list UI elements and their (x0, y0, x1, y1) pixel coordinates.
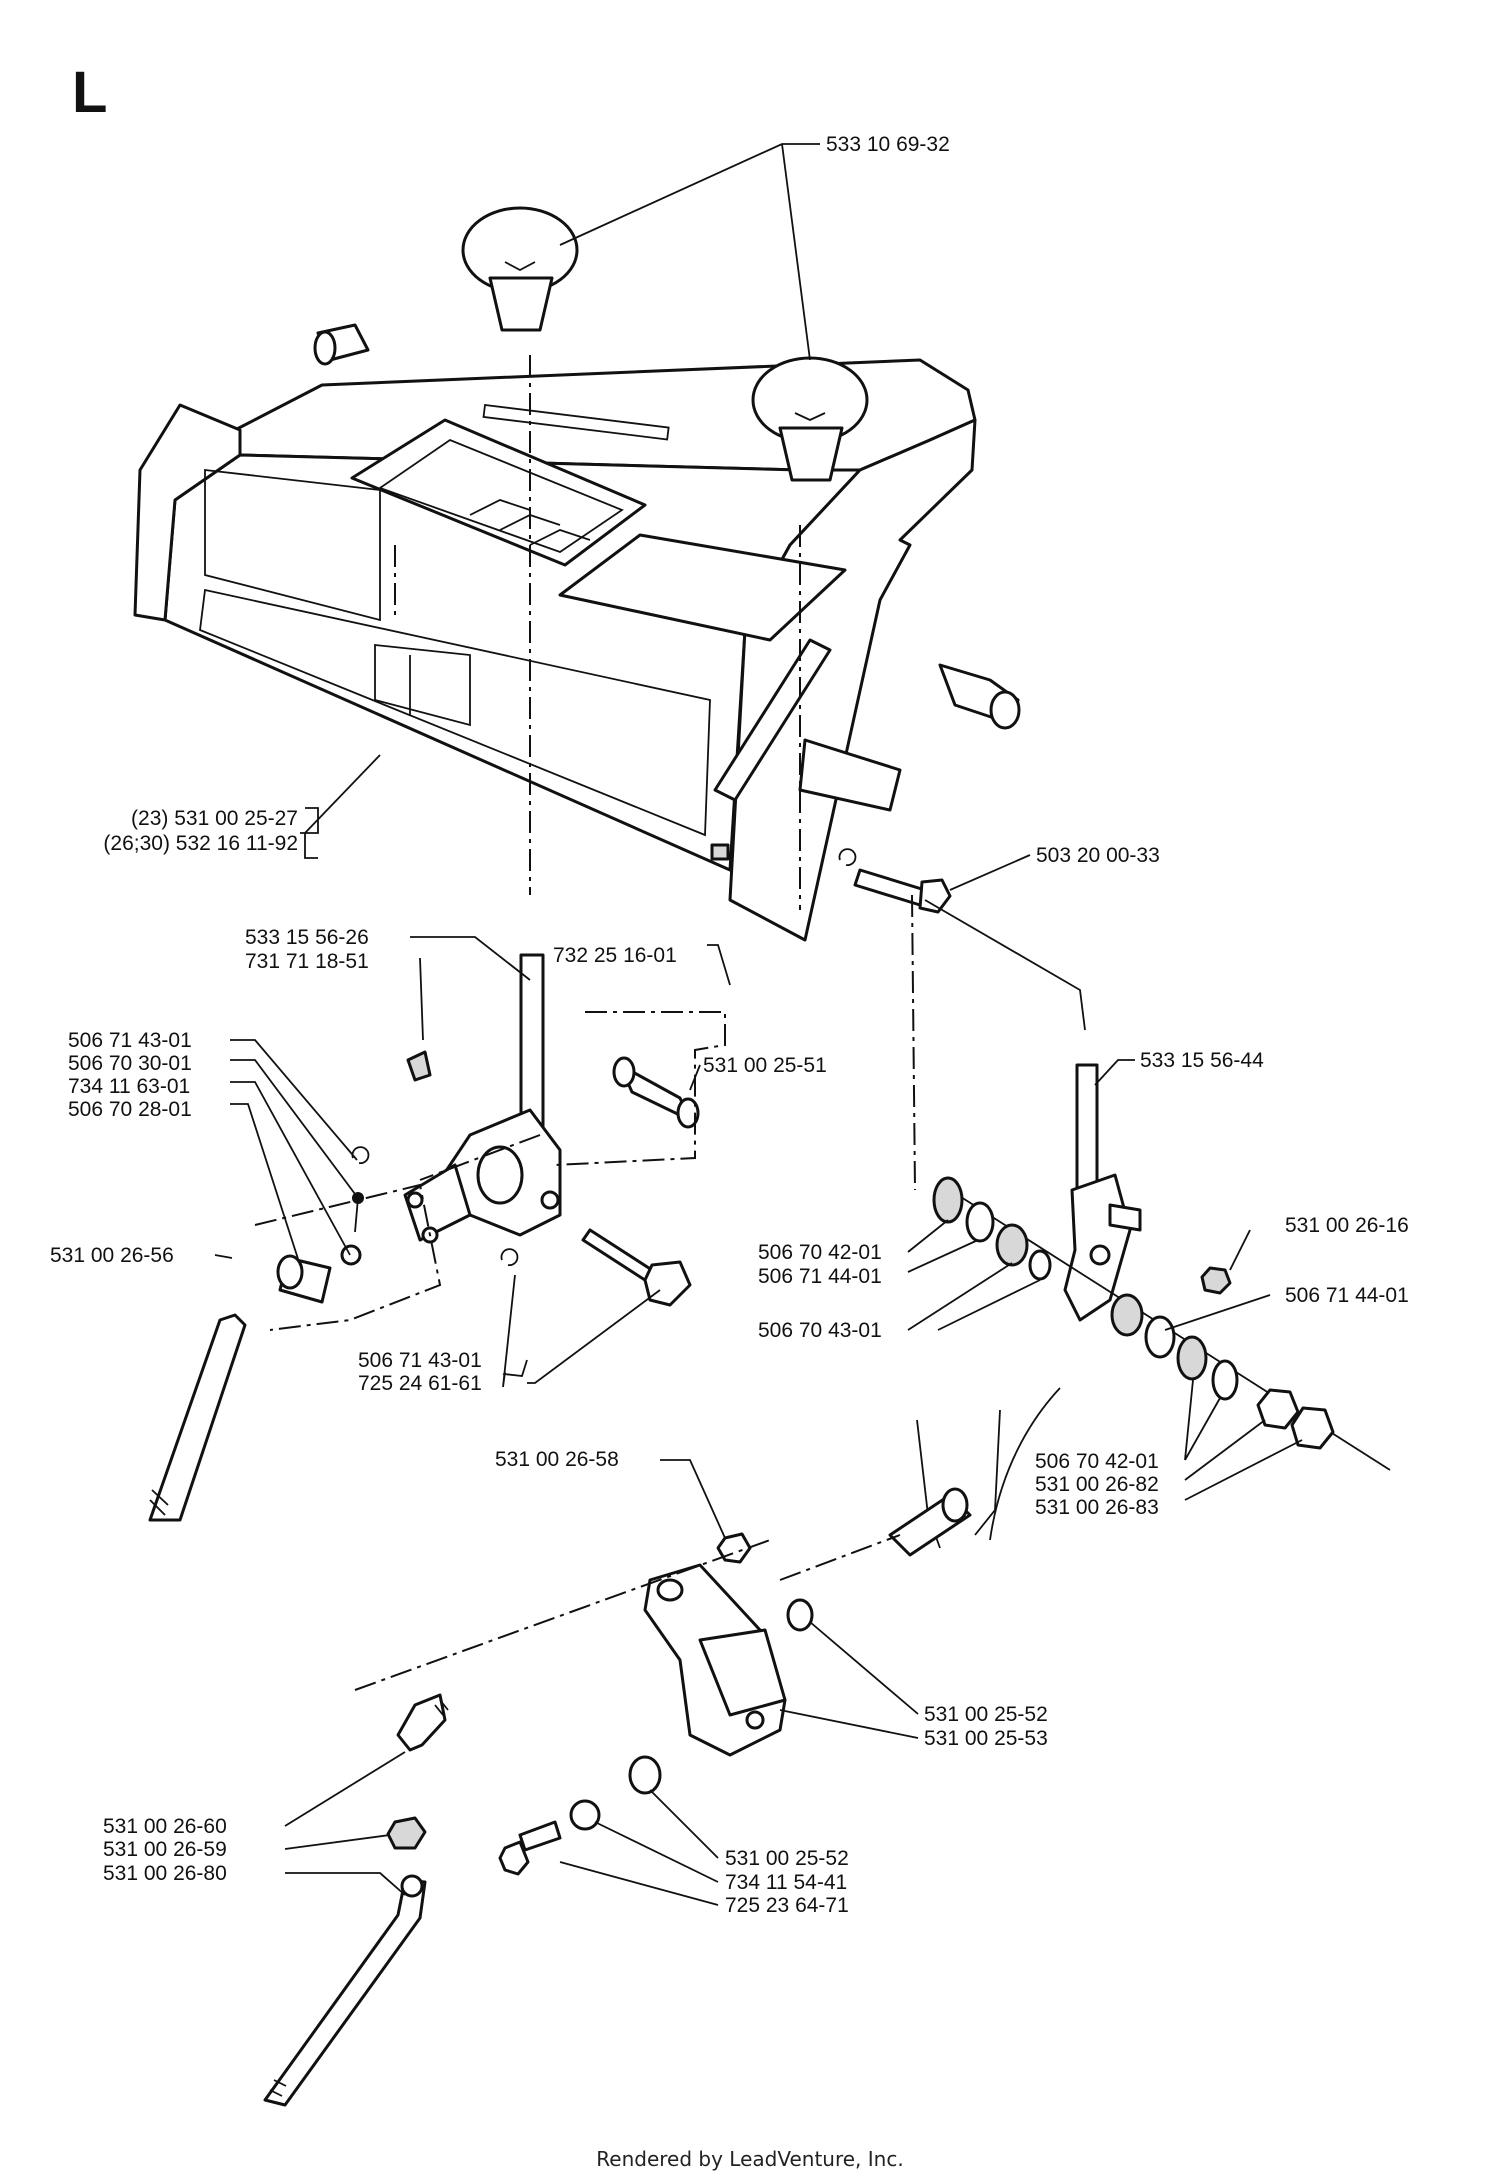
callout-spacer: 531 00 25-51 (703, 1054, 827, 1077)
footer-credit: Rendered by LeadVenture, Inc. (596, 2147, 903, 2171)
callout-washer-r3: 506 70 43-01 (758, 1319, 882, 1342)
left-lever-assembly (148, 953, 726, 1522)
leader-lines (214, 143, 1303, 1906)
callout-bracket: 531 00 25-53 (924, 1727, 1048, 1750)
callout-washer-r1: 506 70 42-01 (758, 1241, 882, 1264)
section-letter: L (72, 60, 107, 125)
callout-rod-lower: 531 00 26-80 (103, 1862, 227, 1885)
callout-washer-a: 506 70 28-01 (68, 1098, 192, 1121)
callout-bolt-lower: 725 23 64-71 (725, 1894, 849, 1917)
callout-fender-a: (23) 531 00 25-27 (131, 807, 298, 830)
callout-lever-right: 533 15 56-44 (1140, 1049, 1264, 1072)
callout-spring-a: 734 11 63-01 (68, 1075, 190, 1098)
callout-bolt-left: 725 24 61-61 (358, 1372, 482, 1395)
shift-knob-right (751, 356, 869, 482)
callout-knob: 533 10 69-32 (826, 133, 950, 156)
callout-nut-lower: 531 00 26-58 (495, 1448, 619, 1471)
callout-bolt-right: 503 20 00-33 (1036, 844, 1160, 867)
callout-lever-left-b: 731 71 18-51 (245, 950, 369, 973)
callout-labels: 533 10 69-32 (23) 531 00 25-27 (26;30) 5… (50, 133, 1409, 1917)
callout-nut-r7: 531 00 26-83 (1035, 1496, 1159, 1519)
callout-lever-left-a: 533 15 56-26 (245, 926, 369, 949)
callout-rod-left: 531 00 26-56 (50, 1244, 174, 1267)
callout-nut-right: 531 00 26-16 (1285, 1214, 1409, 1237)
callout-washer-r2: 506 71 44-01 (758, 1265, 882, 1288)
callout-nut-r6: 531 00 26-82 (1035, 1473, 1159, 1496)
callout-nut-hex: 531 00 26-59 (103, 1838, 227, 1861)
callout-fender-b: (26;30) 532 16 11-92 (103, 832, 298, 855)
callout-clip-a: 506 71 43-01 (68, 1029, 192, 1052)
lower-bracket-assembly (263, 1387, 1061, 2107)
callout-washer-b: 734 11 54-41 (725, 1871, 847, 1894)
callout-washer-r5: 506 70 42-01 (1035, 1450, 1159, 1473)
callout-washer-r4: 506 71 44-01 (1285, 1284, 1409, 1307)
callout-bush-a: 531 00 25-52 (924, 1703, 1048, 1726)
callout-bush-b: 531 00 25-52 (725, 1847, 849, 1870)
callout-clip-b: 506 71 43-01 (358, 1349, 482, 1372)
callout-nut-small: 732 25 16-01 (553, 944, 677, 967)
callout-elbow: 531 00 26-60 (103, 1815, 227, 1838)
shift-knob-left (461, 206, 579, 332)
callout-pin-a: 506 70 30-01 (68, 1052, 192, 1075)
right-lever-assembly (838, 848, 1391, 1471)
